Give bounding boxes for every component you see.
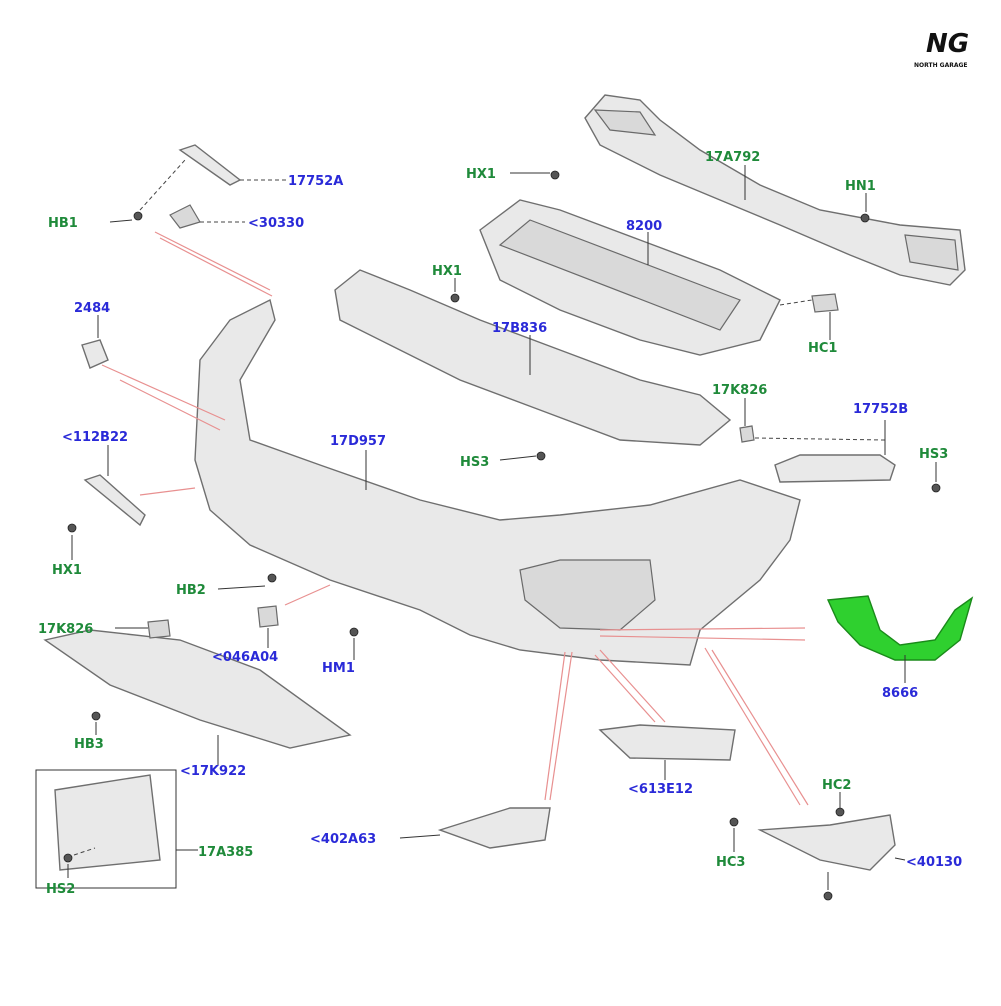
left-reflector	[83, 474, 146, 527]
bumper-cover	[194, 298, 801, 666]
red-connector-lines	[101, 231, 809, 806]
north-garage-logo: NG NORTH GARAGE	[914, 29, 969, 69]
label-hx1-mid: HX1	[432, 264, 462, 279]
label-17752a: 17752A	[288, 174, 343, 189]
label-hc1: HC1	[808, 341, 837, 356]
bezel-613e12	[598, 724, 736, 761]
label-hs3-mid: HS3	[460, 455, 489, 470]
label-613e12: <613E12	[628, 782, 693, 797]
skid-plate	[43, 629, 352, 749]
bezel-402a63	[437, 807, 551, 849]
label-17752b: 17752B	[853, 402, 908, 417]
label-2484: 2484	[74, 301, 110, 316]
clip-hc1	[811, 293, 839, 313]
label-hs2: HS2	[46, 882, 75, 897]
label-402a63: <402A63	[310, 832, 376, 847]
trim-17752a	[178, 144, 242, 186]
label-hc2: HC2	[822, 778, 851, 793]
clip-046a04	[257, 605, 279, 628]
clip-17k826-r	[739, 425, 755, 443]
part-labels: 17752A <30330 HB1 HX1 17A792 HN1 8200 HX…	[38, 150, 962, 897]
label-hx1-left: HX1	[52, 563, 82, 578]
label-40130: <40130	[906, 855, 962, 870]
label-hb2: HB2	[176, 583, 206, 598]
upper-bracket	[334, 269, 732, 446]
clip-17k826-l	[147, 619, 171, 639]
reinforcement-beam	[584, 94, 966, 286]
label-hs3-right: HS3	[919, 447, 948, 462]
label-hm1: HM1	[322, 661, 355, 676]
label-17b836: 17B836	[492, 321, 547, 336]
label-17a792: 17A792	[705, 150, 760, 165]
label-hn1: HN1	[845, 179, 876, 194]
label-hb3: HB3	[74, 737, 104, 752]
clip-30330	[169, 204, 201, 229]
trim-17752b	[774, 454, 896, 483]
label-17d957: 17D957	[330, 434, 386, 449]
bracket-2484	[81, 339, 109, 369]
grille	[479, 199, 781, 356]
highlighted-part-8666	[826, 595, 974, 661]
label-8200: 8200	[626, 219, 662, 234]
label-046a04: <046A04	[212, 650, 278, 665]
label-hb1: HB1	[48, 216, 78, 231]
logo-subtitle: NORTH GARAGE	[914, 62, 968, 69]
label-8666: 8666	[882, 686, 918, 701]
label-17k826-l: 17K826	[38, 622, 93, 637]
leader-lines	[67, 159, 937, 890]
label-30330: <30330	[248, 216, 304, 231]
license-plate-bracket	[35, 769, 177, 889]
label-17a385: 17A385	[198, 845, 253, 860]
label-17k826-r: 17K826	[712, 383, 767, 398]
bracket-40130	[757, 814, 896, 871]
label-hc3: HC3	[716, 855, 745, 870]
label-17k922: <17K922	[180, 764, 246, 779]
label-112b22: <112B22	[62, 430, 128, 445]
fasteners	[63, 170, 941, 901]
label-hx1-top: HX1	[466, 167, 496, 182]
logo-mark: NG	[926, 29, 969, 59]
